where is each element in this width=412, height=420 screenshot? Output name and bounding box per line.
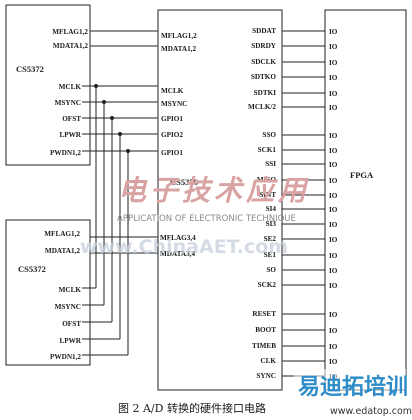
fpga-io-label-2: IO <box>329 59 338 67</box>
cs5376-pin-gpio2: GPIO2 <box>161 131 183 139</box>
cs5372-lower: MFLAG1,2 MDATA1,2 CS5372 MCLK MSYNC OFST… <box>5 219 91 366</box>
cs5372-lower-pin-pwdn: PWDN1,2 <box>50 353 81 361</box>
fpga-io-label-16: IO <box>329 282 338 290</box>
fpga-io-label-20: IO <box>329 358 338 366</box>
cs5372-lower-pin-ofst: OFST <box>62 320 81 328</box>
watermark-aet: 电子技术应用 APPLICATION OF ELECTRONIC TECHNIQ… <box>80 174 310 258</box>
cs5376-pin-si3: SI3 <box>266 220 277 228</box>
fpga-io-label-7: IO <box>329 147 338 155</box>
fpga-io-label-0: IO <box>329 28 338 36</box>
fpga-io-label-11: IO <box>329 206 338 214</box>
fpga-io-label-4: IO <box>329 90 338 98</box>
cs5376-pin-sck2: SCK2 <box>258 281 277 289</box>
cs5376-pin-so: SO <box>266 266 276 274</box>
fpga-name: FPGA <box>350 170 374 180</box>
cs5376-pin-clk: CLK <box>260 357 276 365</box>
fpga-io-label-8: IO <box>329 161 338 169</box>
fpga-io-label-13: IO <box>329 236 338 244</box>
figure-caption: 图 2 A/D 转换的硬件接口电路 <box>118 401 266 415</box>
fpga-io-label-3: IO <box>329 74 338 82</box>
cs5376-pin-mdata12: MDATA1,2 <box>161 45 196 53</box>
fpga-io-label-14: IO <box>329 252 338 260</box>
cs5376-pin-sdtki: SDTKI <box>254 89 277 97</box>
fpga-io-label-5: IO <box>329 104 338 112</box>
cs5376-pin-timeb: TIMEB <box>252 342 276 350</box>
cs5376-pin-sint: SINT <box>259 191 276 199</box>
cs5376-pin-sync: SYNC <box>256 372 276 380</box>
cs5372-upper-pin-mflag: MFLAG1,2 <box>52 28 88 36</box>
cs5376-pin-mflag34: MFLAG3,4 <box>160 234 196 242</box>
cs5376-pin-msync: MSYNC <box>161 100 187 108</box>
wires-cs5376-fpga <box>282 30 325 377</box>
cs5376-pin-sddat: SDDAT <box>252 27 276 35</box>
cs5376-pin-sdrdy: SDRDY <box>251 42 277 50</box>
cs5376-pin-reset: RESET <box>252 310 276 318</box>
cs5376-pin-gpio1b: GPIO1 <box>161 149 183 157</box>
cs5372-lower-pin-lpwr: LPWR <box>59 337 81 345</box>
fpga-io-label-17: IO <box>329 311 338 319</box>
fpga-io-label-18: IO <box>329 327 338 335</box>
fpga-io-label-1: IO <box>329 43 338 51</box>
cs5372-lower-pin-mflag: MFLAG1,2 <box>44 230 80 238</box>
cs5372-lower-name: CS5372 <box>18 264 46 274</box>
fpga-io-labels: IO IO IO IO IO IO IO IO IO IO IO IO IO IO IO IO IO IO IO IO… <box>329 28 338 381</box>
fpga-io-label-9: IO <box>329 177 338 185</box>
cs5376: MFLAG1,2 MDATA1,2 MCLK MSYNC GPIO1 GPIO2… <box>157 9 283 391</box>
cs5376-pin-ssi: SSI <box>265 160 276 168</box>
cs5376-pin-miso: MISO <box>257 176 277 184</box>
watermark-chinese-top: 电子技术应用 <box>118 174 310 207</box>
cs5376-pin-gpio1a: GPIO1 <box>161 115 183 123</box>
cs5372-upper-pin-pwdn: PWDN1,2 <box>50 149 81 157</box>
cs5372-upper-pin-ofst: OFST <box>62 115 81 123</box>
cs5372-upper-pin-mdata: MDATA1,2 <box>53 42 88 50</box>
cs5376-pin-mdata34: MDATA3,4 <box>160 250 195 258</box>
fpga-io-label-19: IO <box>329 343 338 351</box>
fpga: FPGA IOIOIOIOIOIOIOIOIOIOIOIOIOIOIOIOIOI… <box>324 9 407 391</box>
fpga-io-label-6: IO <box>329 132 338 140</box>
watermark-english: APPLICATION OF ELECTRONIC TECHNIQUE <box>117 214 296 224</box>
fpga-io-label-10: IO <box>329 192 338 200</box>
fpga-io-label-15: IO <box>329 267 338 275</box>
watermark-url-bottom: www.edatop.com <box>330 406 412 417</box>
watermark-url-mid: www.ChinaAET.com <box>80 236 288 258</box>
junction-ofst <box>110 116 114 120</box>
cs5376-pin-se2: SE2 <box>264 235 277 243</box>
cs5372-lower-pin-msync: MSYNC <box>55 303 81 311</box>
cs5376-pin-si4: SI4 <box>266 205 277 213</box>
junction-lpwr <box>118 132 122 136</box>
cs5372-lower-pin-mclk: MCLK <box>59 286 82 294</box>
cs5372-upper-pin-mclk: MCLK <box>59 83 82 91</box>
fpga-io-label-12: IO <box>329 221 338 229</box>
cs5376-pin-mclk2: MCLK/2 <box>248 103 276 111</box>
watermark-logo-bg <box>294 369 406 397</box>
cs5372-upper-box <box>5 4 91 166</box>
cs5376-pin-mflag12: MFLAG1,2 <box>161 32 197 40</box>
cs5376-pin-sck1: SCK1 <box>258 146 277 154</box>
cs5372-upper: MFLAG1,2 MDATA1,2 CS5372 MCLK MSYNC OFST… <box>5 4 91 166</box>
cs5376-pin-sso: SSO <box>262 131 276 139</box>
cs5376-pin-boot: BOOT <box>255 326 276 334</box>
watermark-chinese-logo: 易迪拓培训 <box>298 374 408 400</box>
cs5376-name: CS5376 <box>170 177 198 187</box>
cs5376-pin-sdtko: SDTKO <box>251 73 277 81</box>
junctions <box>94 84 130 153</box>
junction-mclk <box>94 84 98 88</box>
watermark-edatop: 易迪拓培训 www.edatop.com <box>294 369 412 417</box>
cs5372-lower-pin-mdata: MDATA1,2 <box>45 247 80 255</box>
cs5376-pin-mclk: MCLK <box>161 87 184 95</box>
cs5376-box <box>157 9 283 391</box>
cs5372-upper-pin-msync: MSYNC <box>55 99 81 107</box>
cs5372-upper-pin-lpwr: LPWR <box>59 131 81 139</box>
cs5376-pin-se1: SE1 <box>264 251 277 259</box>
cs5372-upper-name: CS5372 <box>16 64 44 74</box>
cs5372-lower-box <box>5 219 91 366</box>
cs5376-pin-sdclk: SDCLK <box>251 58 276 66</box>
junction-msync <box>102 100 106 104</box>
junction-pwdn <box>126 149 130 153</box>
